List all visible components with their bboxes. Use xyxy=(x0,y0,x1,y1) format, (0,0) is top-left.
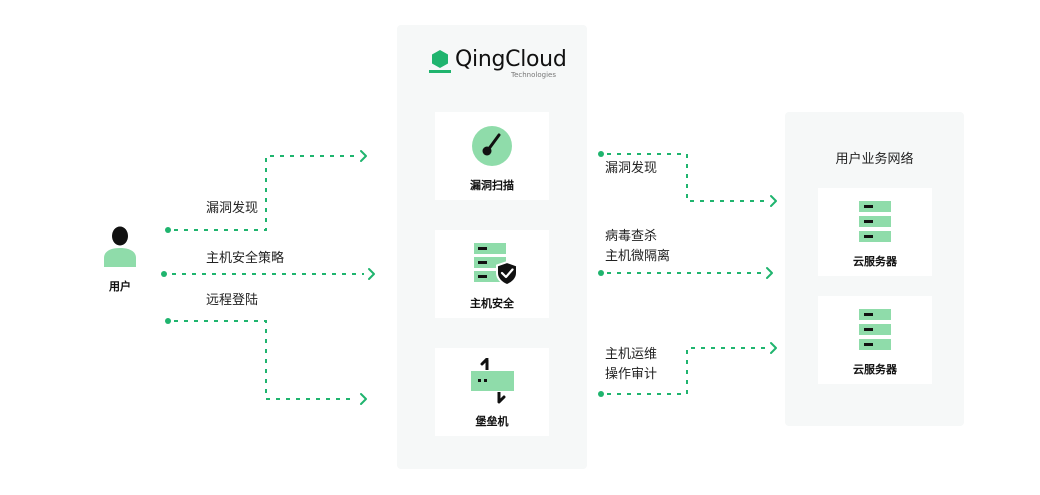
flow-line-ops xyxy=(607,347,766,395)
flow-line-vuln xyxy=(174,155,356,231)
bastion-host-label: 堡垒机 xyxy=(475,415,509,428)
flow-label-microseg: 主机微隔离 xyxy=(605,249,671,264)
arrow-head xyxy=(360,150,367,162)
flow-start-dot xyxy=(165,318,171,324)
brand-name: QingCloud xyxy=(455,47,567,72)
flow-label-host-ops: 主机运维 xyxy=(605,347,658,362)
bastion-host-card[interactable]: 堡垒机 xyxy=(435,348,549,436)
flow-start-dot xyxy=(165,227,171,233)
flow-start-dot xyxy=(598,151,604,157)
gauge-icon xyxy=(472,126,512,166)
flow-label-vuln-discovery: 漏洞发现 xyxy=(206,201,259,216)
flow-line-remote xyxy=(174,320,356,400)
qingcloud-logo: QingCloud Technologies xyxy=(428,44,568,84)
vulnerability-scan-card[interactable]: 漏洞扫描 xyxy=(435,112,549,200)
cloud-server-label: 云服务器 xyxy=(853,255,897,268)
cloud-server-label: 云服务器 xyxy=(853,363,897,376)
cloud-server-card-2[interactable]: 云服务器 xyxy=(818,296,932,384)
flow-label-antivirus: 病毒查杀 xyxy=(605,229,658,244)
host-security-label: 主机安全 xyxy=(470,297,514,310)
user-node[interactable]: 用户 xyxy=(98,225,142,295)
qingcloud-logo-icon xyxy=(429,50,451,73)
arrow-head xyxy=(770,195,777,207)
server-icon xyxy=(859,201,891,242)
flow-start-dot xyxy=(161,271,167,277)
user-icon xyxy=(104,226,136,267)
bastion-host-icon xyxy=(471,358,514,404)
flow-line-vuln-right xyxy=(607,153,766,202)
flow-start-dot xyxy=(598,391,604,397)
vulnerability-scan-label: 漏洞扫描 xyxy=(470,179,514,192)
cloud-server-card-1[interactable]: 云服务器 xyxy=(818,188,932,276)
brand-tagline: Technologies xyxy=(511,71,556,79)
business-network-title: 用户业务网络 xyxy=(835,152,914,167)
flow-start-dot xyxy=(598,270,604,276)
flow-label-host-policy: 主机安全策略 xyxy=(206,251,285,266)
arrow-head xyxy=(770,342,777,354)
server-shield-icon xyxy=(474,243,518,286)
arrow-head xyxy=(368,268,375,280)
server-icon xyxy=(859,309,891,350)
arrow-head xyxy=(766,267,773,279)
flow-label-audit: 操作审计 xyxy=(605,367,658,382)
arrow-head xyxy=(360,393,367,405)
user-label: 用户 xyxy=(109,280,131,293)
flow-label-right-vuln: 漏洞发现 xyxy=(605,161,658,176)
host-security-card[interactable]: 主机安全 xyxy=(435,230,549,318)
flow-label-remote-login: 远程登陆 xyxy=(206,293,259,308)
